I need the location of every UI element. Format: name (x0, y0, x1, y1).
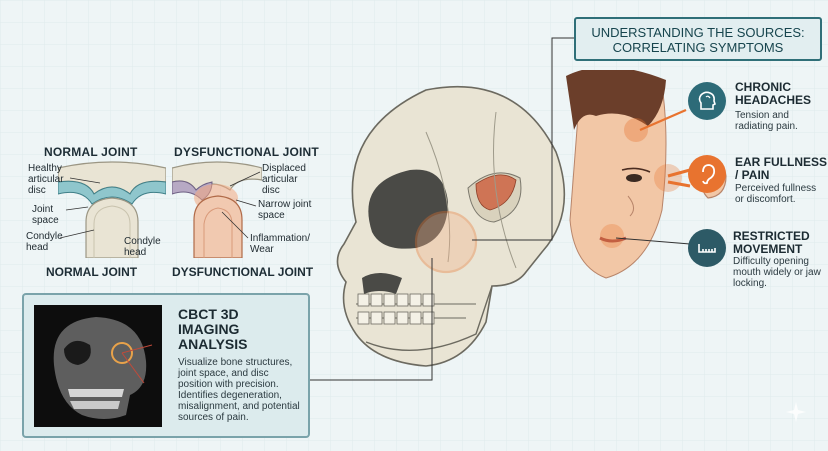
symptom-movement-title: RESTRICTED MOVEMENT (733, 229, 810, 256)
normal-disc-label: Healthy articular disc (28, 163, 64, 196)
symptom-movement-desc: Difficulty opening mouth widely or jaw l… (733, 256, 821, 289)
jaw-icon (688, 229, 726, 267)
dysfunctional-joint-illustration (172, 161, 262, 258)
cbct-scan-image (34, 305, 162, 427)
symptom-headaches-desc: Tension and radiating pain. (735, 110, 798, 132)
normal-joint-title: NORMAL JOINT (44, 145, 138, 159)
header-line2: CORRELATING SYMPTOMS (612, 40, 784, 55)
dysfunctional-joint-title: DYSFUNCTIONAL JOINT (174, 145, 319, 159)
header-box: UNDERSTANDING THE SOURCES: CORRELATING S… (574, 17, 822, 61)
ear-icon (688, 155, 726, 193)
dysfunctional-joint-footer: DYSFUNCTIONAL JOINT (172, 265, 314, 279)
cbct-description: Visualize bone structures, joint space, … (178, 357, 300, 423)
headache-icon (688, 82, 726, 120)
symptom-headaches-title: CHRONIC HEADACHES (735, 80, 812, 107)
normal-condyle-right-label: Condyle head (124, 236, 161, 258)
cbct-panel: CBCT 3D IMAGING ANALYSIS Visualize bone … (22, 293, 310, 438)
normal-space-label: Joint space (32, 204, 59, 226)
cbct-title: CBCT 3D IMAGING ANALYSIS (178, 306, 248, 352)
symptom-ear-title: EAR FULLNESS / PAIN (735, 155, 828, 182)
normal-joint-illustration (58, 161, 166, 258)
face-illustration (566, 70, 667, 279)
normal-condyle-left-label: Condyle head (26, 231, 63, 253)
skull-illustration (336, 85, 566, 367)
header-line1: UNDERSTANDING THE SOURCES: (591, 25, 805, 40)
symptom-ear-desc: Perceived fullness or discomfort. (735, 183, 817, 205)
dysfunctional-disc-label: Displaced articular disc (262, 163, 306, 196)
dysfunctional-space-label: Narrow joint space (258, 199, 312, 221)
normal-joint-footer: NORMAL JOINT (46, 265, 138, 279)
dysfunctional-inflammation-label: Inflammation/ Wear (250, 233, 311, 255)
sparkle-icon (786, 402, 806, 422)
